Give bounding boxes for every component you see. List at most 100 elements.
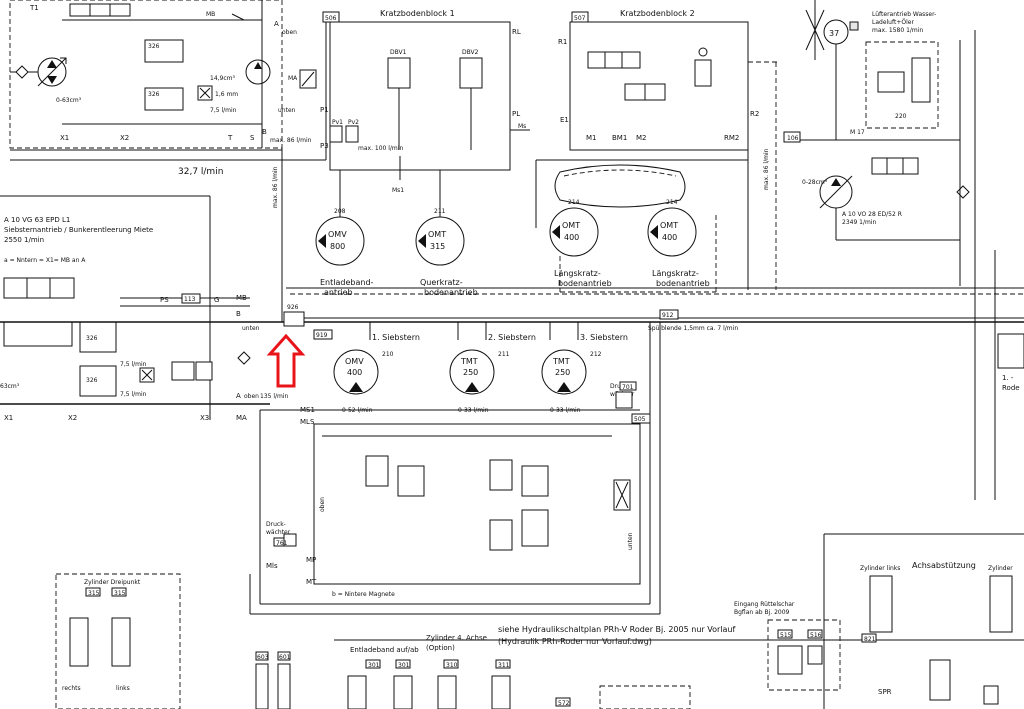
valve-block-505: 505 oben unten Druck- wächter 701 MS1 ML… bbox=[249, 322, 661, 615]
motor-label-1: Querkratz- bbox=[420, 278, 463, 287]
ref-301b: 301 bbox=[398, 662, 410, 669]
sieve-motor-range: 0-33 l/min bbox=[550, 407, 581, 414]
port-MLS: MLS bbox=[300, 418, 315, 426]
svg-text:7,5 l/min: 7,5 l/min bbox=[210, 107, 237, 114]
motor-type: OMT bbox=[562, 221, 580, 230]
sieve-motor-type: TMT bbox=[460, 357, 478, 366]
motor-size: 315 bbox=[430, 242, 445, 251]
sieve-motor-ref: 212 bbox=[590, 351, 602, 358]
flow-86-right: max. 86 l/min bbox=[763, 148, 770, 190]
kratz1-title: Kratzbodenblock 1 bbox=[380, 9, 455, 18]
port-Mls: Mls bbox=[266, 562, 278, 570]
left-block-flow: 32,7 l/min bbox=[178, 167, 223, 177]
port-X1: X1 bbox=[4, 414, 13, 422]
svg-text:Druck-: Druck- bbox=[266, 521, 286, 528]
rode-label: Rode bbox=[1002, 384, 1020, 392]
sieve-motor-label: 2. Siebstern bbox=[488, 333, 536, 342]
port-SPR: SPR bbox=[878, 688, 892, 696]
port-PL: PL bbox=[512, 110, 520, 118]
rode-num: 1. - bbox=[1002, 374, 1014, 382]
main-pump-model: A 10 VG 63 EPD L1 bbox=[4, 216, 70, 224]
ref-926: 926 bbox=[287, 304, 299, 311]
ref-515: 515 bbox=[780, 632, 792, 639]
ref-315b: 315 bbox=[114, 590, 126, 597]
port-MA: MA bbox=[236, 414, 247, 422]
motor-size: 400 bbox=[662, 233, 677, 242]
fan-desc1: Lüfterantrieb Wasser- bbox=[872, 11, 936, 18]
spuelblende: Spülblende 1,5mm ca. 7 l/min bbox=[648, 325, 738, 332]
sieve-motor-type: TMT bbox=[552, 357, 570, 366]
zyl-links: Zylinder links bbox=[860, 565, 900, 572]
ref-761: 761 bbox=[276, 540, 288, 547]
svg-text:DBV1: DBV1 bbox=[390, 49, 407, 56]
ref-311: 311 bbox=[498, 662, 510, 669]
ref-516: 516 bbox=[810, 632, 822, 639]
sieve-motor-label: 3. Siebstern bbox=[580, 333, 628, 342]
oben-vert: oben bbox=[319, 497, 326, 512]
svg-text:unten: unten bbox=[278, 107, 296, 114]
disp-14: 14,9cm³ bbox=[210, 75, 236, 82]
entlade-auf: Entladeband auf/ab bbox=[350, 646, 419, 654]
label-links: links bbox=[116, 685, 130, 692]
port-G: G bbox=[214, 296, 219, 304]
left-top-block: 32,7 l/min 0-63cm³ 326 326 1,6 mm 7,5 l/… bbox=[9, 0, 312, 177]
ref-315a: 315 bbox=[88, 590, 100, 597]
sieve-motor-range: 0-33 l/min bbox=[458, 407, 489, 414]
svg-text:326: 326 bbox=[86, 335, 98, 342]
kratzbodenblock-1: 506 Kratzbodenblock 1 DBV1 DBV2 RL PL P1… bbox=[288, 9, 530, 194]
port-MS1: MS1 bbox=[300, 406, 315, 414]
svg-text:A: A bbox=[274, 20, 279, 28]
kratz1-ref: 506 bbox=[325, 15, 337, 22]
label-rechts: rechts bbox=[62, 685, 81, 692]
top-motors: OMV800208Entladeband-antriebOMT315211Que… bbox=[315, 120, 749, 297]
right-pump-rpm: 2349 1/min bbox=[842, 219, 877, 226]
port-BM1: BM1 bbox=[612, 134, 627, 142]
main-pump-desc: Siebsternantrieb / Bunkerentleerung Miet… bbox=[4, 226, 153, 234]
svg-text:M 17: M 17 bbox=[850, 129, 865, 136]
zyl-drei: Zylinder Dreipunkt bbox=[84, 579, 141, 586]
ref-505: 505 bbox=[634, 416, 646, 423]
flow-86-left: max. 86 l/min bbox=[272, 166, 279, 208]
port-MT: MT bbox=[306, 578, 317, 586]
sieve-motor-ref: 211 bbox=[498, 351, 510, 358]
achs-title: Achsabstützung bbox=[912, 561, 976, 570]
svg-text:X2: X2 bbox=[120, 134, 129, 142]
motor-label-2: bodenantrieb bbox=[656, 279, 710, 288]
svg-text:1,6 mm: 1,6 mm bbox=[215, 91, 238, 98]
port-X2: X2 bbox=[68, 414, 77, 422]
right-pump-model: A 10 VO 28 ED/52 R bbox=[842, 211, 902, 218]
motor-label-1: Längskratz- bbox=[554, 269, 601, 278]
svg-text:326: 326 bbox=[86, 377, 98, 384]
motor-label-1: Längskratz- bbox=[652, 269, 699, 278]
label-unten: unten bbox=[242, 325, 260, 332]
kratz2-ref: 507 bbox=[574, 15, 586, 22]
motor-label-2: bodenantrieb bbox=[558, 279, 612, 288]
siehe-1: siehe Hydraulikschaltplan PRh-V Roder Bj… bbox=[498, 625, 735, 634]
svg-text:B: B bbox=[262, 128, 267, 136]
main-pump-section: A 10 VG 63 EPD L1 Siebsternantrieb / Bun… bbox=[0, 195, 289, 422]
flow-100: max. 100 l/min bbox=[358, 145, 403, 152]
fan-rpm: max. 1580 1/min bbox=[872, 27, 923, 34]
motor-type: OMV bbox=[328, 230, 347, 239]
svg-text:0-63cm³: 0-63cm³ bbox=[56, 97, 82, 104]
b-magnet: b = Nintere Magnete bbox=[332, 591, 395, 598]
ref-601: 601 bbox=[279, 654, 291, 661]
fan-desc2: Ladeluft+Öler bbox=[872, 19, 914, 26]
eingang-1: Eingang Rüttelschar bbox=[734, 601, 795, 608]
kratzbodenblock-2: 507 Kratzbodenblock 2 R1 E1 M1 BM1 M2 RM… bbox=[558, 9, 778, 290]
motor-size: 800 bbox=[330, 242, 345, 251]
port-RM2: RM2 bbox=[724, 134, 739, 142]
port-P1: P1 bbox=[320, 106, 329, 114]
bottom-area: Zylinder Dreipunkt 315 315 rechts links … bbox=[55, 533, 1024, 709]
ref-572: 572 bbox=[558, 700, 570, 707]
svg-text:DBV2: DBV2 bbox=[462, 49, 479, 56]
svg-text:Ms: Ms bbox=[518, 123, 526, 130]
unten-vert: unten bbox=[627, 532, 634, 550]
port-RL: RL bbox=[512, 28, 521, 36]
zyl-achse2: (Option) bbox=[426, 644, 455, 652]
ref-603: 603 bbox=[257, 654, 269, 661]
motor-type: OMT bbox=[660, 221, 678, 230]
svg-text:326: 326 bbox=[148, 91, 160, 98]
svg-text:MA: MA bbox=[288, 75, 298, 82]
svg-text:S: S bbox=[250, 134, 255, 142]
